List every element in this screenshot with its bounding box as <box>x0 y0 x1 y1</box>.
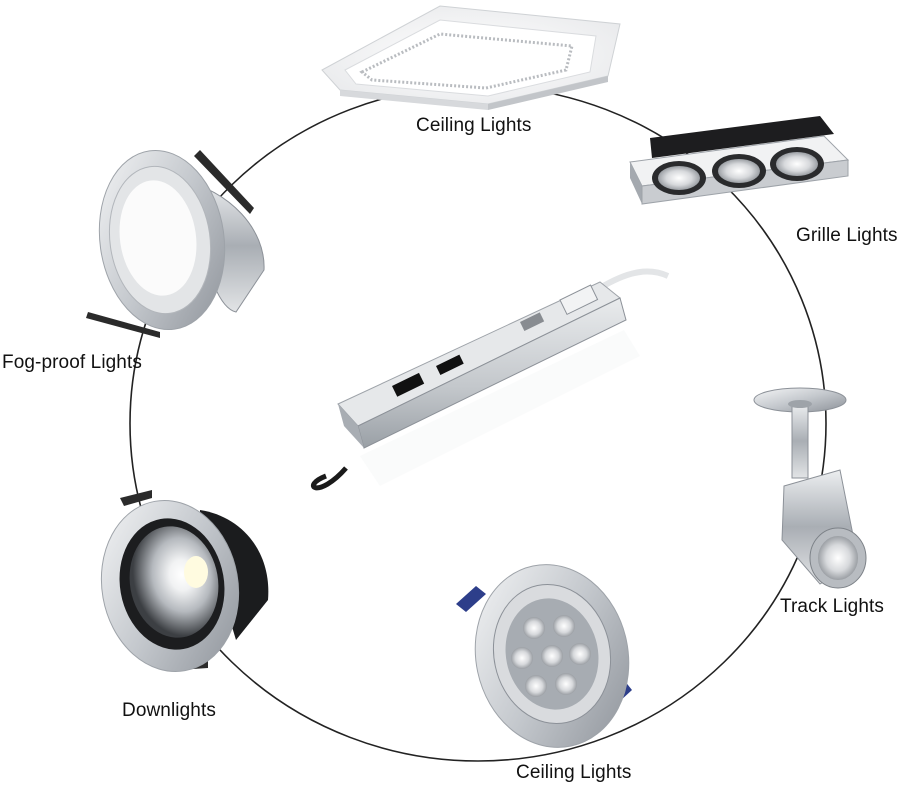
ceiling-panel-light-icon <box>321 5 621 110</box>
grille-light-icon <box>629 116 850 205</box>
label-track-lights: Track Lights <box>780 596 884 617</box>
label-fog-proof-lights: Fog-proof Lights <box>2 352 142 373</box>
label-ceiling-lights-top: Ceiling Lights <box>416 115 532 136</box>
cob-downlight-icon <box>100 490 269 673</box>
led-driver-icon <box>311 268 670 491</box>
fog-proof-light-icon <box>86 149 265 338</box>
label-downlights: Downlights <box>122 700 216 721</box>
label-ceiling-lights-bottom: Ceiling Lights <box>516 762 632 783</box>
adjustable-ceiling-light-icon <box>456 564 632 748</box>
track-light-icon <box>753 387 867 589</box>
label-grille-lights: Grille Lights <box>796 225 898 246</box>
